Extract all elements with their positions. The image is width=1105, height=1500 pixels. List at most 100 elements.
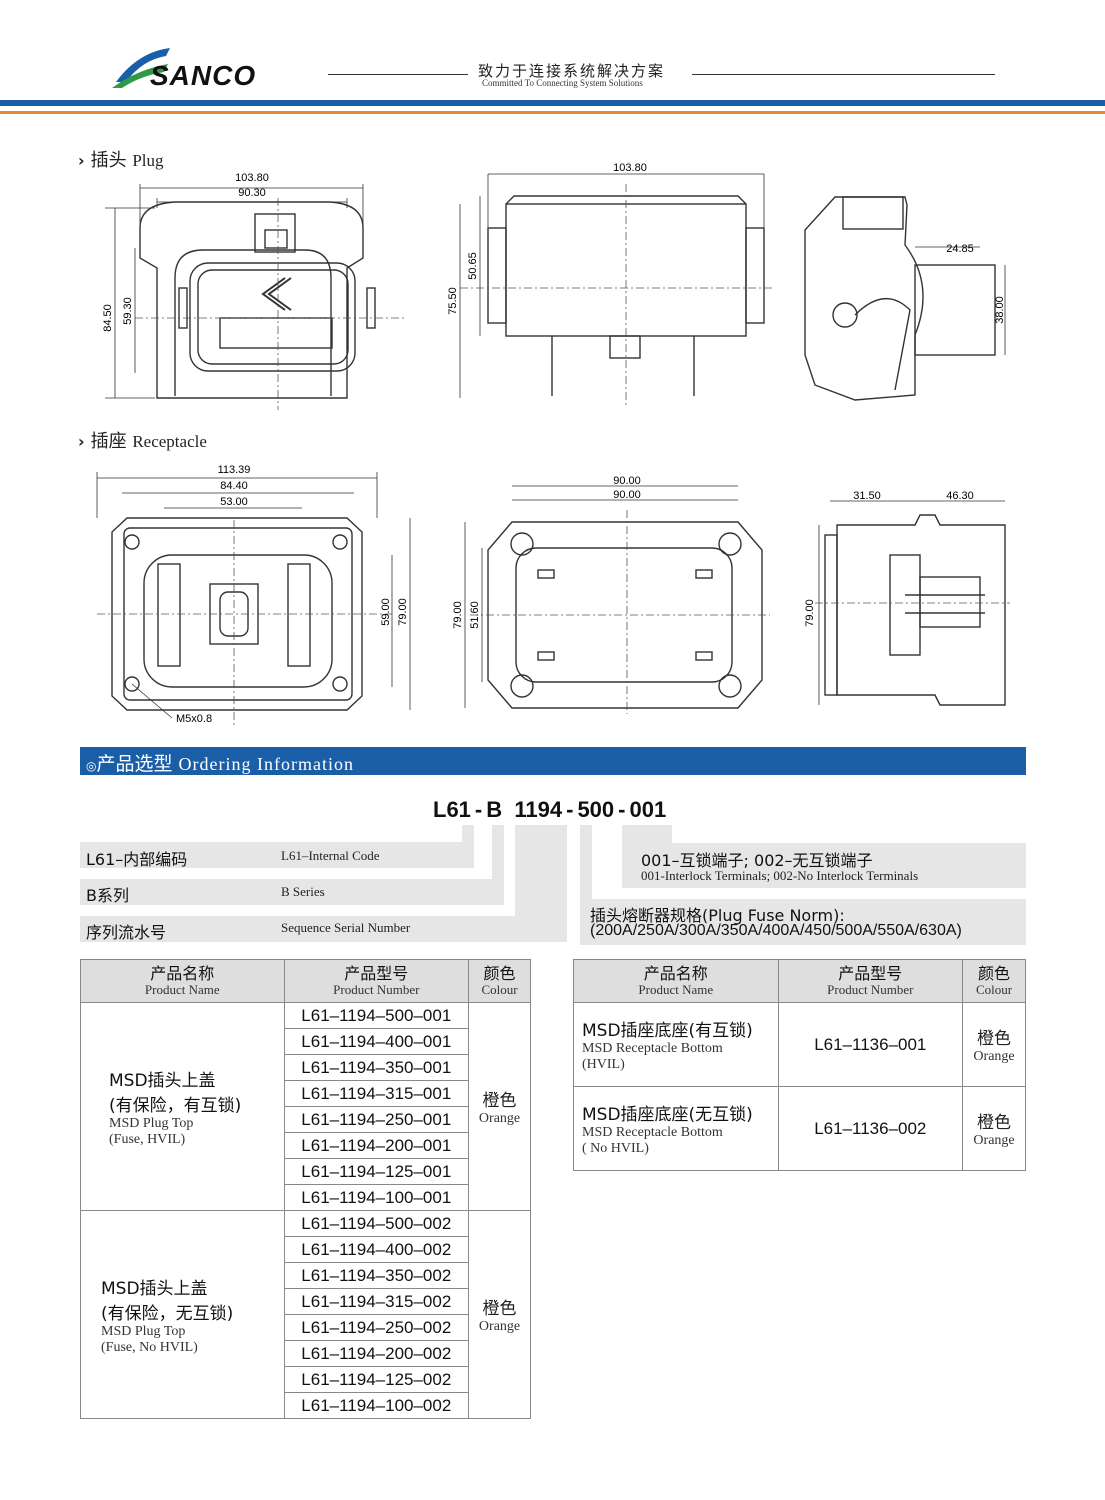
part-number: L61–1194–350–001 — [283, 1054, 470, 1081]
part-number: L61–1194–315–001 — [283, 1080, 470, 1107]
part-number: L61–1194–125–001 — [283, 1158, 470, 1185]
part-number: L61–1194–315–002 — [283, 1288, 470, 1315]
dim-rec-front-w1: 113.39 — [218, 464, 251, 476]
terminal-en: 001-Interlock Terminals; 002-No Interloc… — [641, 868, 919, 883]
header-rule-right — [692, 74, 995, 75]
ordering-title-cn: 产品选型 — [96, 753, 173, 775]
part-number: L61–1194–400–001 — [283, 1028, 470, 1055]
chevron-right-icon: › — [78, 151, 85, 170]
plug-side-view: 103.80 75.50 50.65 — [447, 162, 775, 406]
receptacle-back-view: 90.00 90.00 79.00 51.60 — [452, 475, 770, 714]
code-row-series — [80, 879, 504, 905]
code-row-internal — [80, 842, 474, 868]
plug-front-view: 103.80 90.30 84.50 59.30 — [102, 172, 405, 410]
table-row: MSD插头上盖(有保险，无互锁)MSD Plug Top(Fuse, No HV… — [80, 1210, 531, 1419]
table-row: MSD插头上盖(有保险，有互锁)MSD Plug Top(Fuse, HVIL)… — [80, 1002, 531, 1211]
code-row-serial — [80, 916, 567, 942]
plug-heading: ›插头 Plug — [78, 150, 164, 171]
table-row: L61–1194–250–001 — [81, 1106, 531, 1133]
dim-plug-end-h: 38.00 — [994, 296, 1006, 324]
part-number: L61–1194–100–001 — [283, 1184, 470, 1211]
table-row: L61–1194–350–001 — [81, 1054, 531, 1081]
fuse-line2: (200A/250A/300A/350A/400A/450/500A/550A/… — [590, 922, 962, 939]
part-number: L61–1194–250–001 — [283, 1106, 470, 1133]
circle-bullet-icon: ◎ — [86, 759, 97, 773]
part-number: L61–1136–002 — [777, 1086, 964, 1171]
dim-rec-front-h1: 59.00 — [380, 598, 392, 626]
fuse-line1: 插头熔断器规格(Plug Fuse Norm): — [590, 906, 845, 925]
slogan-cn: 致力于连接系统解决方案 — [478, 62, 666, 80]
fuse-box — [580, 899, 1026, 945]
table-row: L61–1194–250–002 — [81, 1314, 531, 1341]
dim-plug-side-w: 103.80 — [613, 162, 647, 174]
table-row: MSD插座底座(有互锁)MSD Receptacle Bottom(HVIL) … — [573, 1002, 1026, 1087]
row-series-en: B Series — [281, 884, 325, 899]
dim-rec-back-w2: 90.00 — [613, 489, 641, 501]
row-internal-cn: L61–内部编码 — [86, 850, 188, 869]
terminal-box — [622, 843, 1026, 888]
terminal-cn: 001–互锁端子; 002–无互锁端子 — [641, 851, 873, 870]
table-row: L61–1194–200–002 — [81, 1340, 531, 1367]
brand-name: SANCO — [150, 60, 257, 91]
row-internal-en: L61–Internal Code — [281, 848, 380, 863]
part-number: L61–1194–250–002 — [283, 1314, 470, 1341]
receptacle-heading: ›插座 Receptacle — [78, 431, 207, 452]
part-number: L61–1136–001 — [777, 1002, 964, 1087]
dim-plug-front-h-outer: 84.50 — [102, 304, 114, 332]
ordering-banner: ◎产品选型 Ordering Information — [80, 747, 1026, 775]
part-number: L61–1194–200–002 — [283, 1340, 470, 1367]
part-number: L61–1194–500–002 — [283, 1210, 470, 1237]
part-number: L61–1194–125–002 — [283, 1366, 470, 1393]
table-row: L61–1194–100–001 — [81, 1184, 531, 1211]
dim-plug-front-w-inner: 90.30 — [238, 187, 266, 199]
receptacle-side-view: 31.50 46.30 79.00 — [804, 490, 1010, 706]
dim-rec-back-h1: 79.00 — [452, 601, 464, 629]
part-number: L61–1194–400–002 — [283, 1236, 470, 1263]
receptacle-front-view: 113.39 84.40 53.00 59.00 79.00 M5x0.8 — [96, 464, 411, 725]
table-row: L61–1194–315–002 — [81, 1288, 531, 1315]
dim-rec-side-h: 79.00 — [804, 599, 816, 627]
dim-plug-front-w-outer: 103.80 — [235, 172, 269, 184]
row-serial-cn: 序列流水号 — [86, 923, 167, 942]
plug-end-view: 24.85 38.00 — [804, 196, 1006, 401]
table-row: L61–1194–350–002 — [81, 1262, 531, 1289]
part-number: L61–1194–350–002 — [283, 1262, 470, 1289]
ordering-title-en: Ordering Information — [178, 754, 354, 774]
dim-rec-back-w1: 90.00 — [613, 475, 641, 487]
code-connector — [622, 825, 672, 843]
dim-rec-front-w2: 84.40 — [220, 480, 248, 492]
row-serial-en: Sequence Serial Number — [281, 920, 411, 935]
row-series-cn: B系列 — [86, 886, 129, 905]
group2-name: MSD插头上盖(有保险，无互锁)MSD Plug Top(Fuse, No HV… — [80, 1210, 285, 1419]
part-number: L61–1194–100–002 — [283, 1392, 470, 1419]
header-blue-bar — [0, 100, 1105, 106]
dim-plug-side-h-inner: 50.65 — [467, 252, 479, 280]
dim-plug-front-h-inner: 59.30 — [122, 297, 134, 325]
header-orange-bar — [0, 111, 1105, 114]
table-row: L61–1194–400–002 — [81, 1236, 531, 1263]
dim-rec-front-w3: 53.00 — [220, 496, 248, 508]
dim-rec-back-h2: 51.60 — [469, 601, 481, 629]
dim-rec-front-h2: 79.00 — [397, 598, 409, 626]
chevron-right-icon: › — [78, 432, 85, 451]
table-row: L61–1194–125–001 — [81, 1158, 531, 1185]
sanco-logo — [112, 48, 170, 88]
dim-rec-side-w2: 46.30 — [946, 490, 974, 502]
group1-name: MSD插头上盖(有保险，有互锁)MSD Plug Top(Fuse, HVIL) — [80, 1002, 285, 1211]
part-number: L61–1194–200–001 — [283, 1132, 470, 1159]
slogan-en: Committed To Connecting System Solutions — [482, 78, 643, 88]
dim-plug-end-w: 24.85 — [946, 243, 974, 255]
